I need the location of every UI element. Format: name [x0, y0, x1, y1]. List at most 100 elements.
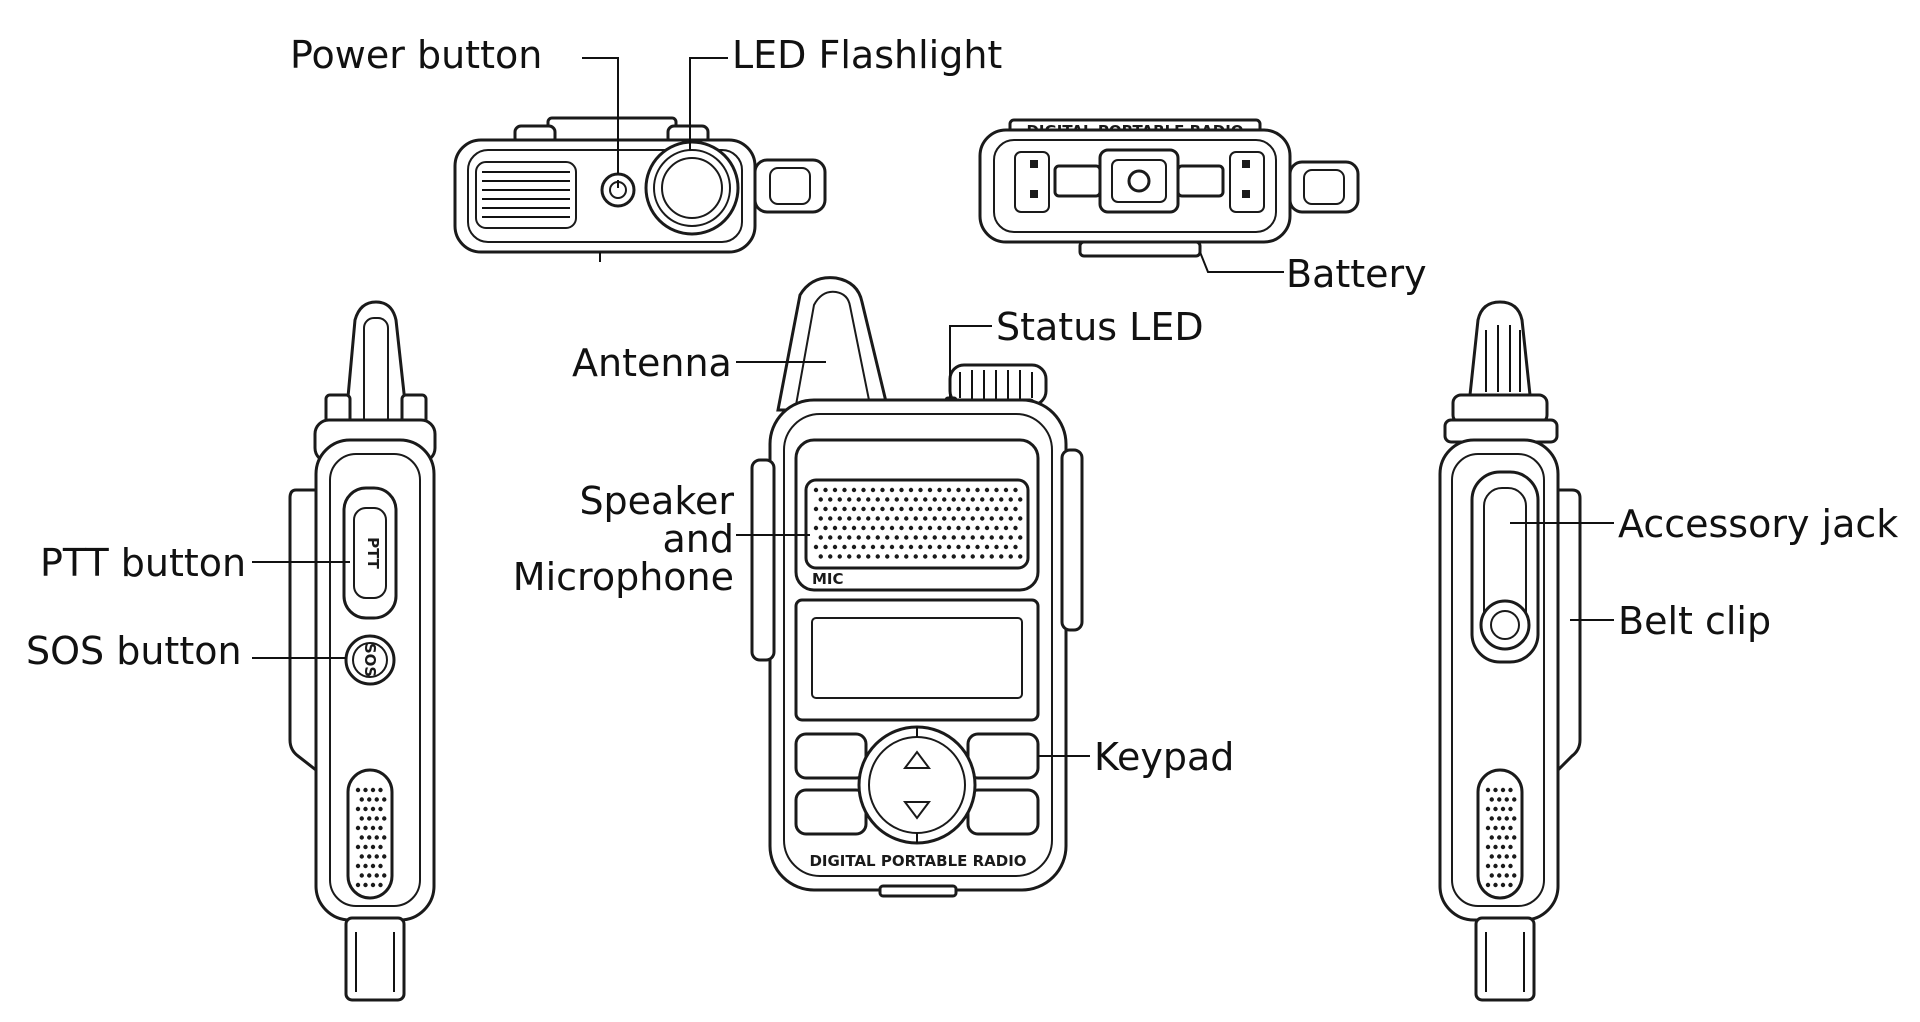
grille-dot — [880, 525, 885, 531]
grille-dot — [999, 554, 1004, 559]
top-view-device — [453, 116, 827, 262]
grille-dot — [975, 544, 980, 550]
grille-dot — [1497, 873, 1502, 878]
grille-dot — [1497, 854, 1502, 859]
grille-dot — [367, 835, 372, 840]
grille-dot — [1512, 835, 1517, 840]
sos-marking: SOS — [361, 643, 379, 677]
grille-dot — [908, 525, 914, 531]
grille-dot — [984, 525, 990, 531]
grille-dot — [875, 554, 880, 559]
leader-lines — [252, 57, 1614, 757]
grille-dot — [946, 506, 952, 512]
grille-dot — [899, 506, 904, 512]
grille-dot — [382, 873, 387, 878]
grille-dot — [946, 544, 952, 550]
bottom-view-device: DIGITAL PORTABLE RADIO — [978, 118, 1360, 258]
grille-dot — [1504, 873, 1509, 878]
grille-dot — [885, 554, 890, 559]
grille-dot — [367, 797, 372, 802]
grille-dot — [861, 525, 866, 531]
grille-dot — [1512, 854, 1517, 859]
ptt-button-icon — [342, 486, 398, 620]
grille-dot — [1018, 535, 1023, 540]
grille-dot — [851, 544, 857, 550]
grille-dot — [904, 516, 909, 521]
grille-dot — [956, 544, 961, 550]
grille-dot — [1003, 525, 1009, 531]
grille-dot — [885, 497, 890, 502]
label-accessory-jack: Accessory jack — [1618, 502, 1899, 546]
grille-dot — [818, 554, 823, 559]
grille-dot — [378, 787, 383, 793]
grille-dot — [899, 544, 904, 550]
grille-dot — [1013, 487, 1018, 493]
grille-dot — [961, 516, 966, 521]
grille-dot — [904, 497, 909, 502]
grille-dot — [378, 825, 383, 831]
right-side-grille — [1485, 787, 1517, 888]
grille-dot — [818, 516, 823, 521]
grille-dot — [363, 825, 368, 831]
grille-dot — [370, 806, 376, 812]
grille-dot — [1013, 525, 1018, 531]
grille-dot — [913, 535, 918, 540]
grille-dot — [359, 797, 364, 802]
grille-dot — [851, 506, 857, 512]
grille-dot — [1497, 797, 1502, 802]
grille-dot — [885, 516, 890, 521]
grille-dot — [1504, 835, 1509, 840]
grille-dot — [1485, 806, 1491, 812]
grille-dot — [861, 544, 866, 550]
power-button-icon — [600, 172, 636, 208]
grille-dot — [363, 844, 368, 850]
label-status-led: Status LED — [996, 305, 1204, 349]
grille-dot — [946, 487, 952, 493]
grille-dot — [355, 844, 361, 850]
grille-dot — [894, 516, 899, 521]
grille-dot — [937, 544, 942, 550]
flashlight-icon — [644, 140, 740, 236]
grille-dot — [1508, 787, 1513, 793]
grille-dot — [856, 516, 861, 521]
grille-dot — [932, 554, 937, 559]
grille-dot — [856, 554, 861, 559]
grille-dot — [823, 525, 828, 531]
label-belt-clip: Belt clip — [1618, 599, 1772, 643]
grille-dot — [894, 554, 899, 559]
grille-dot — [942, 497, 947, 502]
grille-dot — [913, 516, 918, 521]
grille-dot — [894, 535, 899, 540]
grille-dot — [970, 535, 975, 540]
grille-dot — [1485, 825, 1491, 831]
grille-dot — [382, 835, 387, 840]
grille-dot — [363, 863, 368, 869]
grille-dot — [842, 544, 847, 550]
grille-dot — [1489, 797, 1494, 802]
grille-dot — [1504, 854, 1509, 859]
grille-dot — [880, 506, 885, 512]
display-screen — [811, 617, 1023, 699]
grille-dot — [1500, 863, 1506, 869]
grille-dot — [984, 506, 990, 512]
grille-dot — [918, 525, 923, 531]
grille-dot — [355, 787, 361, 793]
grille-dot — [1508, 863, 1513, 869]
grille-dot — [832, 506, 838, 512]
front-view-device: MIC DIGITAL PORTABLE RADIO — [750, 276, 1084, 898]
grille-dot — [866, 497, 871, 502]
grille-dot — [828, 554, 833, 559]
grille-dot — [370, 882, 376, 888]
grille-dot — [378, 882, 383, 888]
grille-dot — [984, 487, 990, 493]
grille-dot — [861, 487, 866, 493]
label-speaker: Speaker — [579, 479, 734, 523]
grille-dot — [832, 487, 838, 493]
grille-dot — [913, 554, 918, 559]
grille-dot — [355, 825, 361, 831]
grille-dot — [961, 535, 966, 540]
grille-dot — [989, 554, 994, 559]
grille-dot — [904, 554, 909, 559]
grille-dot — [837, 516, 842, 521]
grille-dot — [1508, 844, 1513, 850]
